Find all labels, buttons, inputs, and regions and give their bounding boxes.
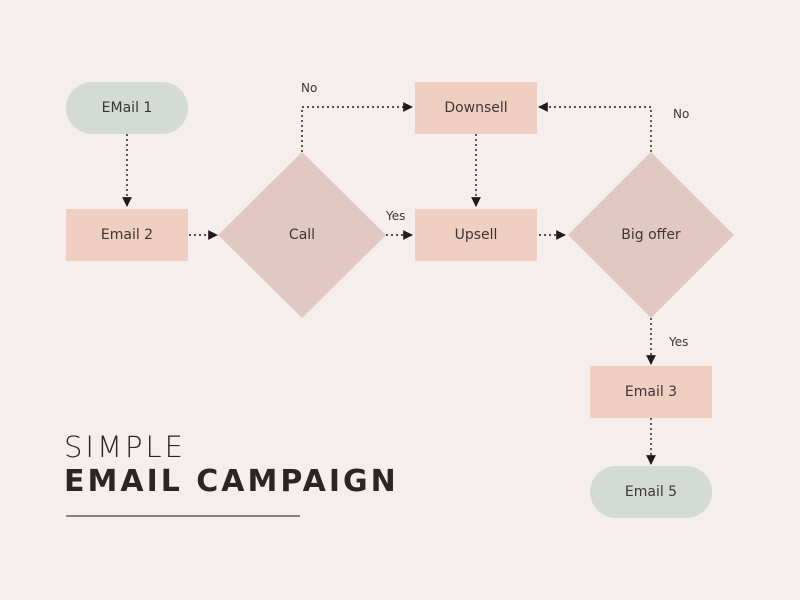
start-node-email1-label: EMail 1 <box>102 100 153 116</box>
decision-node-big-offer <box>568 152 734 318</box>
edge-label-bigoffer-yes: Yes <box>668 335 688 349</box>
end-node-email5-label: Email 5 <box>625 484 677 500</box>
process-node-email3 <box>590 366 712 418</box>
edge-label-call-yes: Yes <box>385 209 405 223</box>
process-node-downsell-label: Downsell <box>444 100 507 116</box>
title-line-1: SIMPLE <box>64 430 186 464</box>
decision-node-call-label: Call <box>289 227 315 243</box>
title-line-2: EMAIL CAMPAIGN <box>64 464 399 499</box>
edge-label-bigoffer-no: No <box>673 107 689 121</box>
process-node-upsell <box>415 209 537 261</box>
process-node-email3-label: Email 3 <box>625 384 677 400</box>
edge-label-call-no: No <box>301 81 317 95</box>
title-underline <box>66 515 300 517</box>
edge-bigoffer-no-to-downsell <box>538 102 652 152</box>
process-node-email2 <box>66 209 188 261</box>
process-node-email2-label: Email 2 <box>101 227 153 243</box>
end-node-email5 <box>590 466 712 518</box>
process-node-downsell <box>415 82 537 134</box>
decision-node-big-offer-label: Big offer <box>621 227 681 243</box>
edge-call-no-to-downsell <box>301 102 413 152</box>
decision-node-call <box>218 152 386 318</box>
process-node-upsell-label: Upsell <box>455 227 498 243</box>
start-node-email1 <box>66 82 188 134</box>
